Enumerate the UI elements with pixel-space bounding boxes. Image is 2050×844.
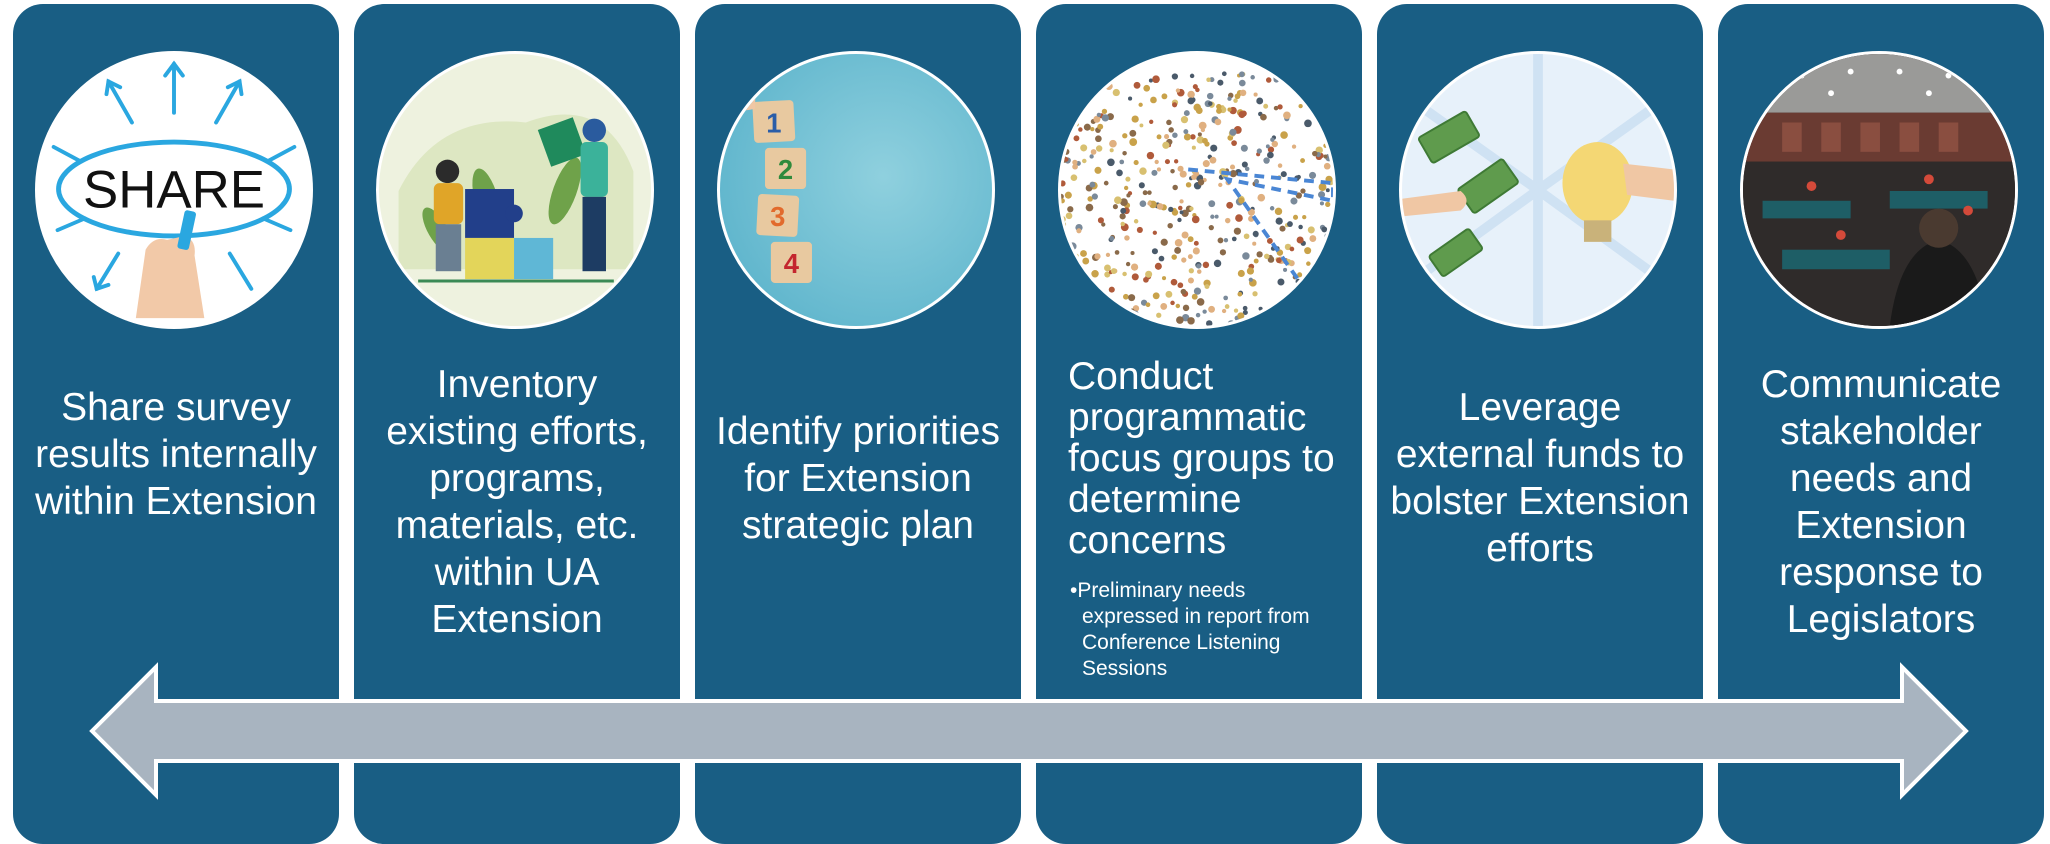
share-image: SHARE [35, 51, 313, 329]
step-label-6: Communicate stakeholder needs and Extens… [1760, 363, 2002, 641]
step-label-3: Identify priorities for Extension strate… [716, 410, 1000, 547]
block-number-1: 1 [766, 107, 781, 138]
step-label-2: Inventory existing efforts, programs, ma… [386, 363, 648, 641]
money-lightbulb-image [1399, 51, 1677, 329]
block-number-3: 3 [770, 201, 785, 232]
step-card-identify: 1 2 3 4 Identify priorities for Extensio… [695, 4, 1021, 844]
block-number-2: 2 [778, 154, 793, 185]
crowd-focus-group-image [1058, 51, 1336, 329]
step-bullet-4: •Preliminary needs expressed in report f… [1070, 579, 1310, 680]
share-word: SHARE [83, 161, 265, 220]
block-number-4: 4 [784, 248, 800, 279]
puzzle-collaboration-image [376, 51, 654, 329]
step-label-5: Leverage external funds to bolster Exten… [1390, 386, 1690, 570]
step-card-share: SHARE Share survey results internally wi… [13, 4, 339, 844]
step-card-focus-groups: Conduct programmatic focus groups to det… [1036, 4, 1362, 844]
step-label-4: Conduct programmatic focus groups to det… [1068, 355, 1335, 562]
step-label-1: Share survey results internally within E… [35, 386, 317, 523]
